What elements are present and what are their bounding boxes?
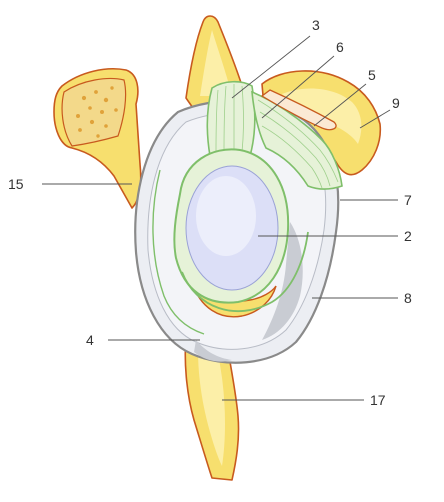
cancellous-bone-cut-surface <box>61 77 127 147</box>
label-3: 3 <box>312 17 320 33</box>
superior-glenohumeral-ligament <box>206 80 256 158</box>
label-6: 6 <box>336 39 344 55</box>
label-5: 5 <box>368 67 376 83</box>
leader-9 <box>359 109 391 129</box>
lower-shadow <box>194 340 232 362</box>
label-9: 9 <box>392 95 400 111</box>
capsule-fold-line <box>152 169 205 335</box>
leader-5 <box>313 83 367 127</box>
leader-3 <box>231 35 311 99</box>
biceps-tendon <box>260 89 337 131</box>
label-17: 17 <box>370 392 386 408</box>
cancellous-dots <box>76 86 118 138</box>
scapula-border-highlight <box>198 344 225 466</box>
labrum-shadow <box>262 222 303 340</box>
label-4: 4 <box>86 332 94 348</box>
inferior-glenohumeral-ligament <box>181 231 309 313</box>
glenoid-highlight <box>196 176 256 256</box>
label-15: 15 <box>8 176 24 192</box>
ligament-fibers-left <box>215 84 244 153</box>
leader-6 <box>261 55 335 119</box>
label-8: 8 <box>404 290 412 306</box>
label-2: 2 <box>404 228 412 244</box>
coracohumeral-ligament <box>251 90 343 190</box>
coracoid-highlight <box>200 30 232 96</box>
ligament-fibers-right <box>257 99 339 189</box>
label-7: 7 <box>404 192 412 208</box>
